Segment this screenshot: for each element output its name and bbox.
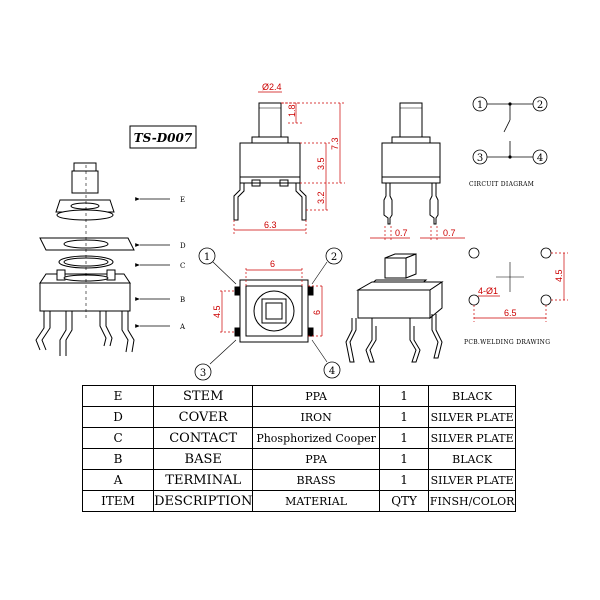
circuit-diagram-label: CIRCUIT DIAGRAM bbox=[469, 181, 534, 188]
bom-finish: SILVER PLATE bbox=[428, 427, 516, 449]
bom-qty: 1 bbox=[378, 385, 430, 407]
side-view-dimensions bbox=[370, 226, 465, 240]
bom-item: B bbox=[81, 448, 155, 470]
bill-of-materials-table: E STEM PPA 1 BLACK D COVER IRON 1 SILVER… bbox=[81, 385, 516, 512]
header-material: MATERIAL bbox=[252, 490, 380, 512]
front-view-dimensions bbox=[233, 91, 345, 234]
exploded-view bbox=[35, 162, 135, 356]
bom-item: C bbox=[81, 427, 155, 449]
bom-material: PPA bbox=[252, 448, 380, 470]
dim-body-h: 3.5 bbox=[316, 157, 326, 170]
circuit-pin-4: 4 bbox=[537, 153, 543, 164]
bom-description: STEM bbox=[153, 385, 254, 407]
exploded-base bbox=[39, 269, 131, 312]
bom-item: D bbox=[81, 406, 155, 428]
dim-pin-h: 3.2 bbox=[316, 191, 326, 204]
dim-stem-h: 1.8 bbox=[287, 104, 297, 117]
isometric-view bbox=[345, 253, 444, 363]
header-qty: QTY bbox=[378, 490, 430, 512]
table-row: D COVER IRON 1 SILVER PLATE bbox=[81, 406, 516, 428]
top-pin-4: 4 bbox=[329, 366, 335, 377]
top-view bbox=[234, 279, 314, 343]
part-number-title: TS-D007 bbox=[134, 131, 193, 145]
dim-pin-t1: 0.7 bbox=[395, 228, 408, 238]
label-b: B bbox=[180, 296, 185, 304]
dim-top-w: 6 bbox=[270, 259, 275, 269]
dim-pcb-y: 4.5 bbox=[554, 269, 564, 282]
front-view-dimension-text: Ø2.4 1.8 7.3 3.5 3.2 6.3 bbox=[262, 82, 340, 230]
bom-description: COVER bbox=[153, 406, 254, 428]
bom-qty: 1 bbox=[378, 427, 430, 449]
exploded-terminals bbox=[35, 311, 135, 356]
bom-material: BRASS bbox=[252, 469, 380, 491]
circuit-pin-numbers: 1 2 3 4 bbox=[477, 100, 543, 164]
top-view-dimension-text: 6 4.5 6 bbox=[212, 259, 322, 318]
circuit-pin-2: 2 bbox=[537, 100, 543, 111]
dim-pin-t2: 0.7 bbox=[443, 228, 456, 238]
label-e: E bbox=[180, 196, 185, 204]
bom-finish: SILVER PLATE bbox=[428, 406, 516, 428]
top-pin-1: 1 bbox=[204, 252, 210, 263]
table-row: E STEM PPA 1 BLACK bbox=[81, 385, 516, 407]
bom-material: Phosphorized Cooper bbox=[252, 427, 380, 449]
front-view bbox=[233, 102, 307, 221]
pcb-dimension-text: 4-Ø1 6.5 4.5 bbox=[478, 269, 564, 318]
side-view-dimension-text: 0.7 0.7 bbox=[395, 228, 456, 238]
dim-body-w: 6.3 bbox=[264, 220, 277, 230]
circuit-pin-3: 3 bbox=[477, 153, 483, 164]
bom-qty: 1 bbox=[378, 448, 430, 470]
top-view-dimensions bbox=[209, 261, 328, 365]
table-row: C CONTACT Phosphorized Cooper 1 SILVER P… bbox=[81, 427, 516, 449]
dim-pcb-hole: 4-Ø1 bbox=[478, 286, 498, 296]
bom-description: CONTACT bbox=[153, 427, 254, 449]
pcb-dimensions bbox=[473, 252, 568, 322]
bom-finish: SILVER PLATE bbox=[428, 469, 516, 491]
bom-qty: 1 bbox=[378, 469, 430, 491]
bom-description: BASE bbox=[153, 448, 254, 470]
label-a: A bbox=[179, 323, 186, 331]
dim-top-h2: 6 bbox=[312, 310, 322, 315]
circuit-pin-1: 1 bbox=[477, 100, 483, 111]
table-row: B BASE PPA 1 BLACK bbox=[81, 448, 516, 470]
exploded-labels: E D C B A bbox=[179, 196, 186, 331]
bom-material: PPA bbox=[252, 385, 380, 407]
bom-item: A bbox=[81, 469, 155, 491]
top-view-pin-numbers: 1 2 3 4 bbox=[200, 252, 337, 379]
circuit-diagram bbox=[472, 96, 548, 165]
header-item: ITEM bbox=[81, 490, 155, 512]
side-view bbox=[381, 102, 441, 225]
dim-head-dia: Ø2.4 bbox=[262, 82, 282, 92]
bom-finish: BLACK bbox=[428, 448, 516, 470]
exploded-cover bbox=[39, 237, 135, 251]
header-description: DESCRIPTION bbox=[153, 490, 254, 512]
top-pin-3: 3 bbox=[200, 368, 206, 379]
title-block: TS-D007 bbox=[129, 125, 197, 149]
exploded-leaders bbox=[135, 197, 170, 328]
bom-description: TERMINAL bbox=[153, 469, 254, 491]
dim-pcb-x: 6.5 bbox=[504, 308, 517, 318]
label-d: D bbox=[180, 242, 186, 250]
bom-qty: 1 bbox=[378, 406, 430, 428]
top-view-pin-markers bbox=[194, 247, 343, 381]
pcb-welding-drawing bbox=[468, 247, 552, 306]
pcb-welding-label: PCB.WELDING DRAWING bbox=[464, 339, 550, 346]
exploded-stem bbox=[55, 162, 115, 221]
table-header-row: ITEM DESCRIPTION MATERIAL QTY FINSH/COLO… bbox=[81, 490, 516, 512]
header-finish: FINSH/COLOR bbox=[428, 490, 516, 512]
table-row: A TERMINAL BRASS 1 SILVER PLATE bbox=[81, 469, 516, 491]
bom-finish: BLACK bbox=[428, 385, 516, 407]
dim-top-h: 4.5 bbox=[212, 305, 222, 318]
bom-item: E bbox=[81, 385, 155, 407]
top-pin-2: 2 bbox=[331, 252, 337, 263]
dim-total-h: 7.3 bbox=[330, 137, 340, 150]
label-c: C bbox=[180, 262, 185, 270]
bom-material: IRON bbox=[252, 406, 380, 428]
